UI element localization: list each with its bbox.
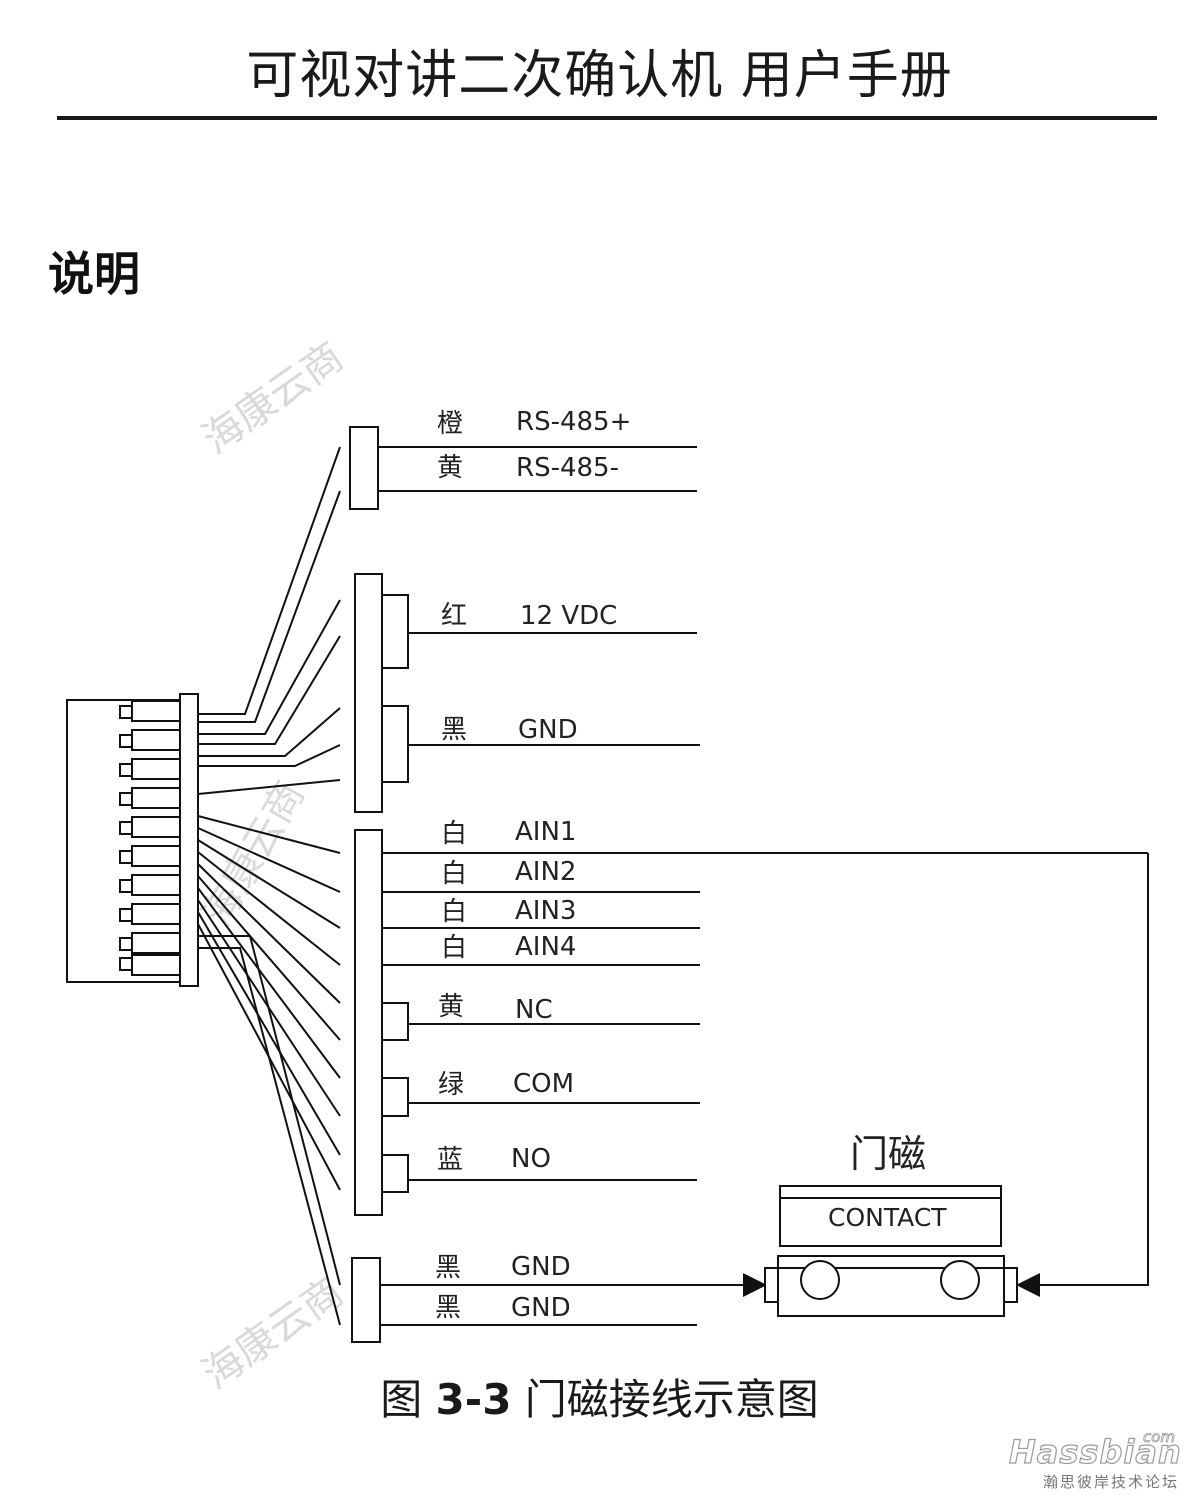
output-wires — [378, 446, 1149, 1326]
terminal-pin — [119, 954, 181, 976]
door-sensor-label: CONTACT — [828, 1203, 947, 1232]
wire-color-label: 黄 — [438, 992, 464, 1022]
page-title: 可视对讲二次确认机 用户手册 — [246, 46, 953, 106]
wire-color-label: 黄 — [437, 453, 463, 483]
wire-ain1-return — [1016, 853, 1149, 1297]
wire-color-label: 白 — [441, 859, 467, 889]
wire-signal-label: AIN1 — [515, 817, 576, 847]
terminal-pin — [119, 700, 181, 722]
device-body — [66, 693, 199, 987]
wire-signal-label: AIN2 — [515, 857, 576, 887]
site-subtitle: 瀚思彼岸技术论坛 — [1042, 1473, 1179, 1491]
site-brand: Hassbian — [1008, 1432, 1182, 1471]
wire-color-label: 白 — [441, 933, 467, 963]
terminal-pin — [119, 787, 181, 809]
wire-signal-label: RS-485- — [516, 453, 619, 483]
terminal-pin — [119, 903, 181, 925]
connector-power — [354, 573, 409, 813]
caption-prefix: 图 — [380, 1375, 436, 1424]
door-sensor-title: 门磁 — [850, 1132, 926, 1176]
wire-signal-label: AIN3 — [515, 896, 576, 926]
wire-color-label: 白 — [441, 897, 467, 927]
wire-signal-label: AIN4 — [515, 932, 576, 962]
wire-signal-label: RS-485+ — [516, 407, 631, 437]
terminal-pin — [119, 845, 181, 867]
site-dotcom: com — [1142, 1428, 1176, 1447]
wire-signal-label: GND — [511, 1293, 571, 1323]
wire-signal-label: COM — [513, 1069, 574, 1099]
connector-rs485 — [349, 426, 379, 510]
wire-signal-label: GND — [511, 1252, 571, 1282]
figure-caption: 图 3-3 门磁接线示意图 — [0, 1370, 1199, 1430]
site-logo: com Hassbian 瀚思彼岸技术论坛 — [1008, 1428, 1182, 1492]
header-divider — [57, 116, 1157, 120]
connector-alarm — [354, 829, 409, 1216]
wire-color-label: 黑 — [435, 1293, 461, 1323]
caption-text: 门磁接线示意图 — [511, 1375, 819, 1424]
terminal-pin — [119, 816, 181, 838]
wire-color-label: 红 — [441, 601, 467, 631]
terminal-pin — [119, 932, 181, 954]
device-terminal-pins — [119, 700, 181, 976]
wire-signal-label: NO — [511, 1144, 551, 1174]
watermark-top: 海康云商 — [194, 334, 351, 463]
connector-gnd — [351, 1257, 381, 1343]
wire-color-label: 黑 — [435, 1253, 461, 1283]
caption-number: 3-3 — [435, 1375, 512, 1424]
wire-signal-label: GND — [518, 715, 578, 745]
terminal-pin — [119, 874, 181, 896]
wire-color-label: 绿 — [438, 1070, 464, 1100]
wire-signal-label: NC — [515, 995, 553, 1025]
harness-cables — [197, 446, 341, 1326]
wire-color-label: 蓝 — [437, 1145, 463, 1175]
terminal-pin — [119, 758, 181, 780]
door-sensor — [764, 1185, 1018, 1317]
wire-color-label: 黑 — [441, 715, 467, 745]
wire-color-label: 白 — [441, 819, 467, 849]
wire-signal-label: 12 VDC — [520, 601, 617, 631]
terminal-pin — [119, 729, 181, 751]
wire-color-label: 橙 — [437, 409, 463, 439]
section-heading: 说明 — [48, 247, 140, 301]
